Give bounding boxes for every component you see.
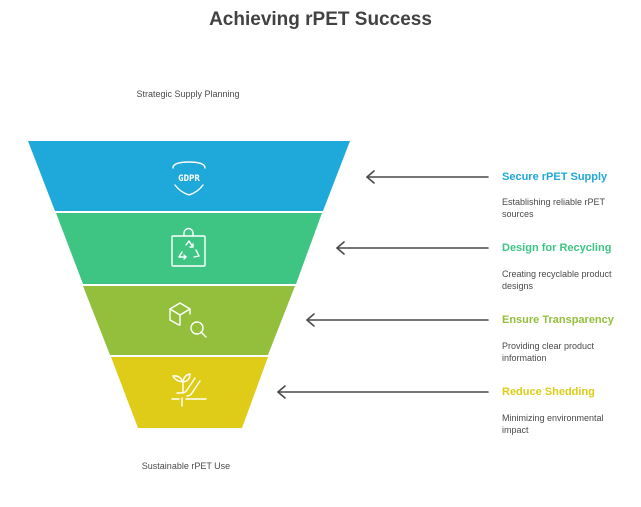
diagram-title: Achieving rPET Success — [209, 9, 432, 30]
stage-title-1: Secure rPET Supply — [502, 171, 608, 183]
plant-hand-icon — [171, 373, 207, 407]
stage-desc-2: Creating recyclable product designs — [502, 269, 612, 291]
recycle-bag-icon — [171, 227, 206, 267]
gdpr-icon-text: GDPR — [178, 174, 200, 184]
funnel-stage-4 — [111, 357, 268, 428]
box-search-icon — [169, 302, 207, 338]
funnel-stage-1 — [28, 141, 350, 211]
stage-title-4: Reduce Shedding — [502, 386, 595, 398]
stage-desc-1: Establishing reliable rPET sources — [502, 197, 605, 219]
stage-desc-4: Minimizing environmental impact — [502, 413, 604, 435]
bottom-caption: Sustainable rPET Use — [141, 461, 231, 471]
stage-title-2: Design for Recycling — [502, 242, 612, 254]
stage-title-3: Ensure Transparency — [502, 314, 614, 326]
arrow-stage-4 — [277, 385, 489, 399]
funnel-stage-3 — [83, 286, 295, 355]
arrow-stage-1 — [366, 170, 489, 184]
gdpr-shield-icon: GDPR — [172, 161, 206, 196]
arrow-stage-3 — [306, 313, 489, 327]
funnel-stage-2 — [56, 213, 322, 284]
stage-desc-3: Providing clear product information — [502, 341, 595, 363]
top-caption: Strategic Supply Planning — [136, 89, 240, 99]
arrow-stage-2 — [336, 241, 489, 255]
